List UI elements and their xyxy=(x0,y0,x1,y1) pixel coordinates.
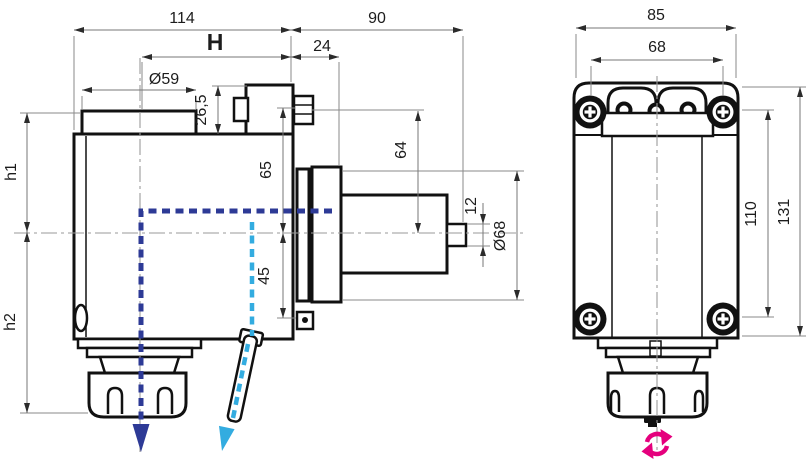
clamp-screw-oval xyxy=(73,303,89,333)
bolt-bottom-left xyxy=(573,302,607,336)
collet-nut-slot xyxy=(156,386,174,414)
dim-label-114: 114 xyxy=(169,10,195,27)
drive-cylinder xyxy=(339,193,449,275)
dim-label-131: 131 xyxy=(776,199,793,226)
coolant-down-arrow xyxy=(132,424,150,452)
top-cap xyxy=(80,109,198,136)
dim-label-h2: h2 xyxy=(2,313,19,331)
dim-label-90: 90 xyxy=(368,10,386,27)
bolt-top-right xyxy=(706,95,740,129)
left-view-side xyxy=(72,83,468,423)
upper-left-tab xyxy=(232,96,250,123)
collet-tip-nub xyxy=(644,417,661,423)
dim-label-12: 12 xyxy=(463,197,480,215)
dim-label-64: 64 xyxy=(393,141,410,159)
collet-nut-slot xyxy=(106,386,124,414)
upper-column-block xyxy=(244,83,295,136)
right-view-front xyxy=(572,81,740,427)
bolt-bottom-right xyxy=(706,302,740,336)
dim-label-45: 45 xyxy=(256,267,273,285)
flange-plate-2 xyxy=(310,165,343,304)
dimensions-left-view: 114 90 H 24 Ø59 26,5 h1 h2 65 45 64 12 Ø… xyxy=(2,10,524,414)
dim-label-H: H xyxy=(207,29,224,55)
dim-label-dia59: Ø59 xyxy=(149,71,179,88)
collet-taper xyxy=(616,355,700,375)
drive-shaft-tip xyxy=(445,222,468,248)
dimensions-right-view: 85 68 110 131 xyxy=(575,7,806,337)
dim-label-24: 24 xyxy=(313,38,331,55)
dim-label-h1: h1 xyxy=(3,163,20,181)
dim-label-65: 65 xyxy=(258,161,275,179)
dim-label-110: 110 xyxy=(743,201,760,227)
collet-nut-slot xyxy=(609,389,621,412)
bolt-top-left xyxy=(573,95,607,129)
internal-coolant-path xyxy=(138,208,332,422)
upper-port-fitting xyxy=(292,94,315,126)
rotation-arrow-icon xyxy=(641,429,673,459)
dim-label-85: 85 xyxy=(647,7,665,24)
collet-nut-slot xyxy=(693,389,705,412)
nozzle-spray-arrow xyxy=(219,425,235,451)
dim-label-68: 68 xyxy=(648,39,666,56)
dim-label-26-5: 26,5 xyxy=(193,94,210,125)
housing-body xyxy=(72,132,295,341)
collet-nut xyxy=(87,371,188,419)
coolant-paths xyxy=(132,208,332,452)
dim-label-dia68: Ø68 xyxy=(492,221,509,251)
flange-plate-1 xyxy=(295,167,311,303)
